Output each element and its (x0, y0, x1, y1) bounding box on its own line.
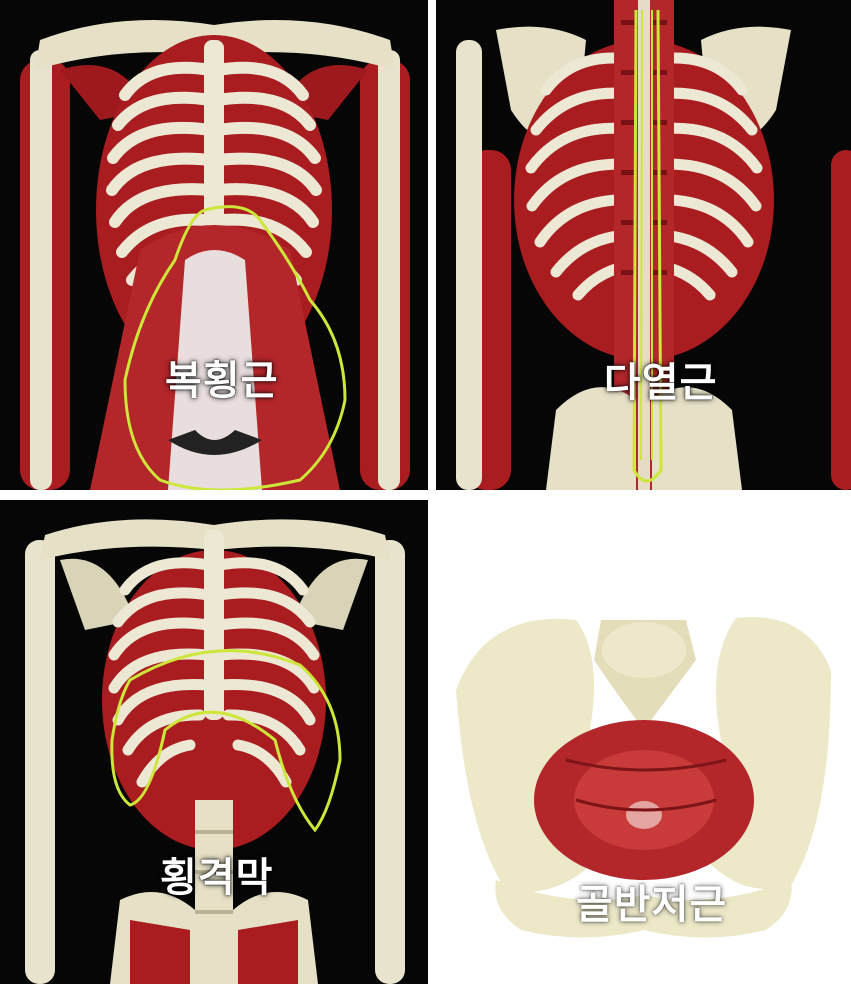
label-pelvic-floor: 골반저근 (576, 872, 727, 930)
panel-pelvic-floor: 골반저근 (436, 500, 851, 984)
label-transverse-abdominis: 복횡근 (165, 348, 278, 406)
panel-diaphragm: 횡격막 (0, 500, 428, 984)
diaphragm-illustration (0, 500, 428, 984)
panel-multifidus: 다열근 (436, 0, 851, 490)
multifidus-illustration (436, 0, 851, 490)
label-multifidus: 다열근 (604, 350, 717, 408)
label-diaphragm: 횡격막 (160, 845, 273, 903)
panel-transverse-abdominis: 복횡근 (0, 0, 428, 490)
transverse-abdominis-illustration (0, 0, 428, 490)
